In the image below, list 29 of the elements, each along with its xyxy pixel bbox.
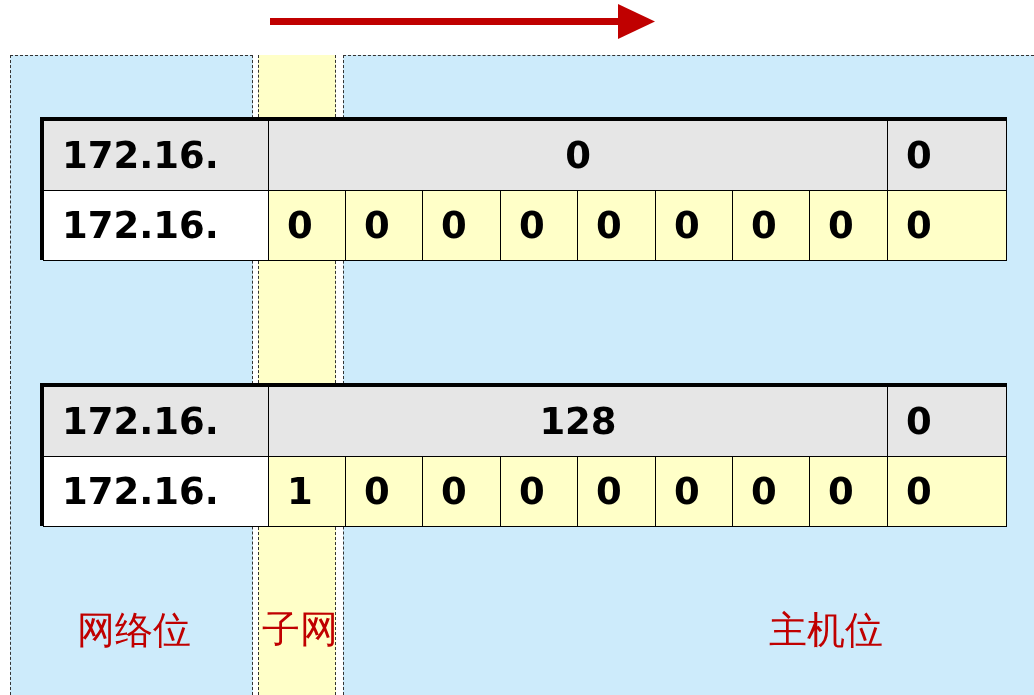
table-cell: 0 <box>732 190 810 261</box>
table-cell: 0 <box>655 190 733 261</box>
table-cell: 172.16. <box>43 120 269 191</box>
table-cell: 0 <box>268 190 346 261</box>
table-cell: 0 <box>809 190 888 261</box>
region-label: 网络位 <box>77 611 191 649</box>
table-cell: 0 <box>422 190 501 261</box>
table-cell: 0 <box>887 120 1007 191</box>
table-cell: 0 <box>345 456 423 527</box>
table-cell: 0 <box>268 120 888 191</box>
table-cell: 0 <box>887 386 1007 457</box>
table-cell: 0 <box>500 190 578 261</box>
table-cell: 172.16. <box>43 386 269 457</box>
table-cell: 0 <box>887 456 1007 527</box>
table-cell: 1 <box>268 456 346 527</box>
table-cell: 0 <box>809 456 888 527</box>
table-cell: 0 <box>577 190 656 261</box>
subnet-band-segment <box>258 55 336 117</box>
table-cell: 0 <box>887 190 1007 261</box>
table-cell: 0 <box>732 456 810 527</box>
table-cell: 0 <box>500 456 578 527</box>
table-cell: 128 <box>268 386 888 457</box>
region-label: 主机位 <box>769 611 883 649</box>
subnet-band-segment <box>258 261 336 383</box>
region-label: 子网 <box>262 610 338 648</box>
table-cell: 0 <box>655 456 733 527</box>
table-cell: 0 <box>422 456 501 527</box>
table-cell: 0 <box>577 456 656 527</box>
table-cell: 0 <box>345 190 423 261</box>
